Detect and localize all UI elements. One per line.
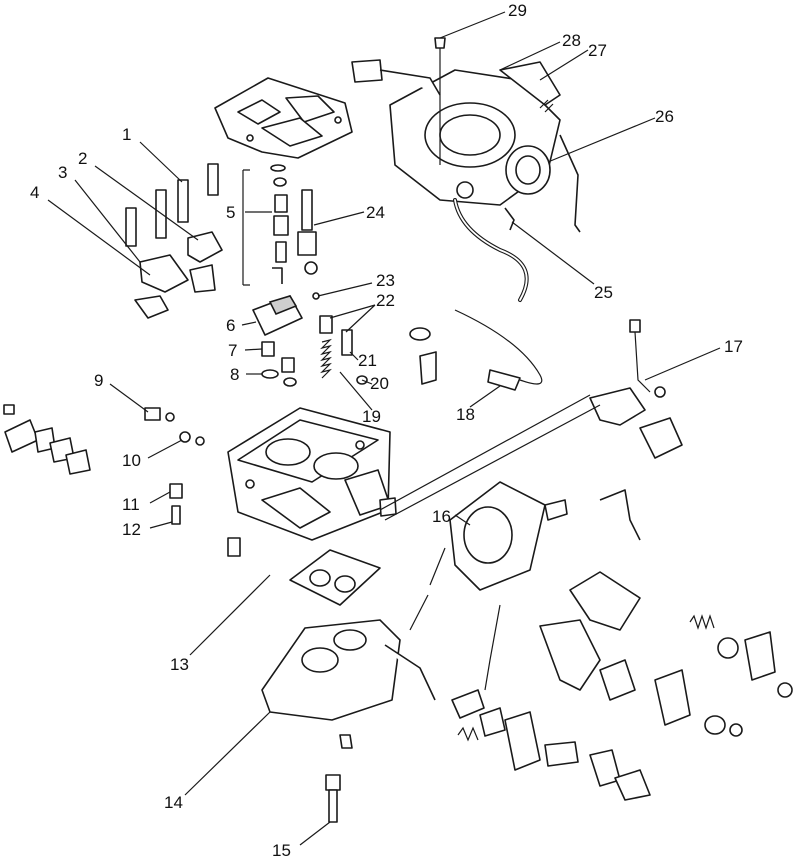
upper-carburetor-assembly: [351, 37, 581, 302]
callout-5: 5: [226, 203, 235, 222]
callout-24: 24: [366, 203, 385, 222]
callout-15: 15: [272, 841, 291, 860]
callout-18: 18: [456, 405, 475, 424]
base-gasket: [227, 537, 381, 606]
left-upper-bolts: [125, 163, 223, 319]
callout-12: 12: [122, 520, 141, 539]
callout-21: 21: [358, 351, 377, 370]
callout-6: 6: [226, 316, 235, 335]
callout-25: 25: [594, 283, 613, 302]
throttle-body: [261, 619, 436, 749]
callout-11: 11: [122, 495, 140, 514]
callout-9: 9: [94, 371, 103, 390]
side-cover-parts: [3, 404, 205, 475]
callout-2: 2: [78, 149, 87, 168]
callout-20: 20: [370, 374, 389, 393]
callout-7: 7: [228, 341, 237, 360]
small-jets-7-8: [261, 341, 297, 387]
float: [252, 295, 303, 336]
callout-14: 14: [164, 793, 183, 812]
callout-13: 13: [170, 655, 189, 674]
main-carburetor-body: [227, 407, 397, 541]
lower-small-parts: [451, 604, 651, 801]
bolt-15: [325, 774, 341, 823]
callout-10: 10: [122, 451, 141, 470]
jet-parts-column: [242, 164, 289, 286]
callout-22: 22: [376, 291, 395, 310]
callout-19: 19: [362, 407, 381, 426]
callout-labels: 1 2 3 4 5 6 7 8 9 10 11 12 13 14 15 16 1…: [30, 1, 743, 860]
callout-26: 26: [655, 107, 674, 126]
callout-8: 8: [230, 365, 239, 384]
right-lever-assembly: [539, 571, 793, 737]
callout-17: 17: [724, 337, 743, 356]
callout-27: 27: [588, 41, 607, 60]
callout-1: 1: [122, 125, 131, 144]
callout-23: 23: [376, 271, 395, 290]
sensor-18: [409, 309, 543, 391]
idle-screws-11-12: [169, 483, 183, 525]
callout-29: 29: [508, 1, 527, 20]
callout-4: 4: [30, 183, 39, 202]
linkage-rods: [379, 394, 601, 631]
linkage-17: [589, 319, 683, 459]
callout-16: 16: [432, 507, 451, 526]
callout-28: 28: [562, 31, 581, 50]
callout-3: 3: [58, 163, 67, 182]
callout-leaders: [47, 11, 721, 846]
top-gasket: [214, 77, 353, 159]
flange-16: [449, 481, 641, 591]
